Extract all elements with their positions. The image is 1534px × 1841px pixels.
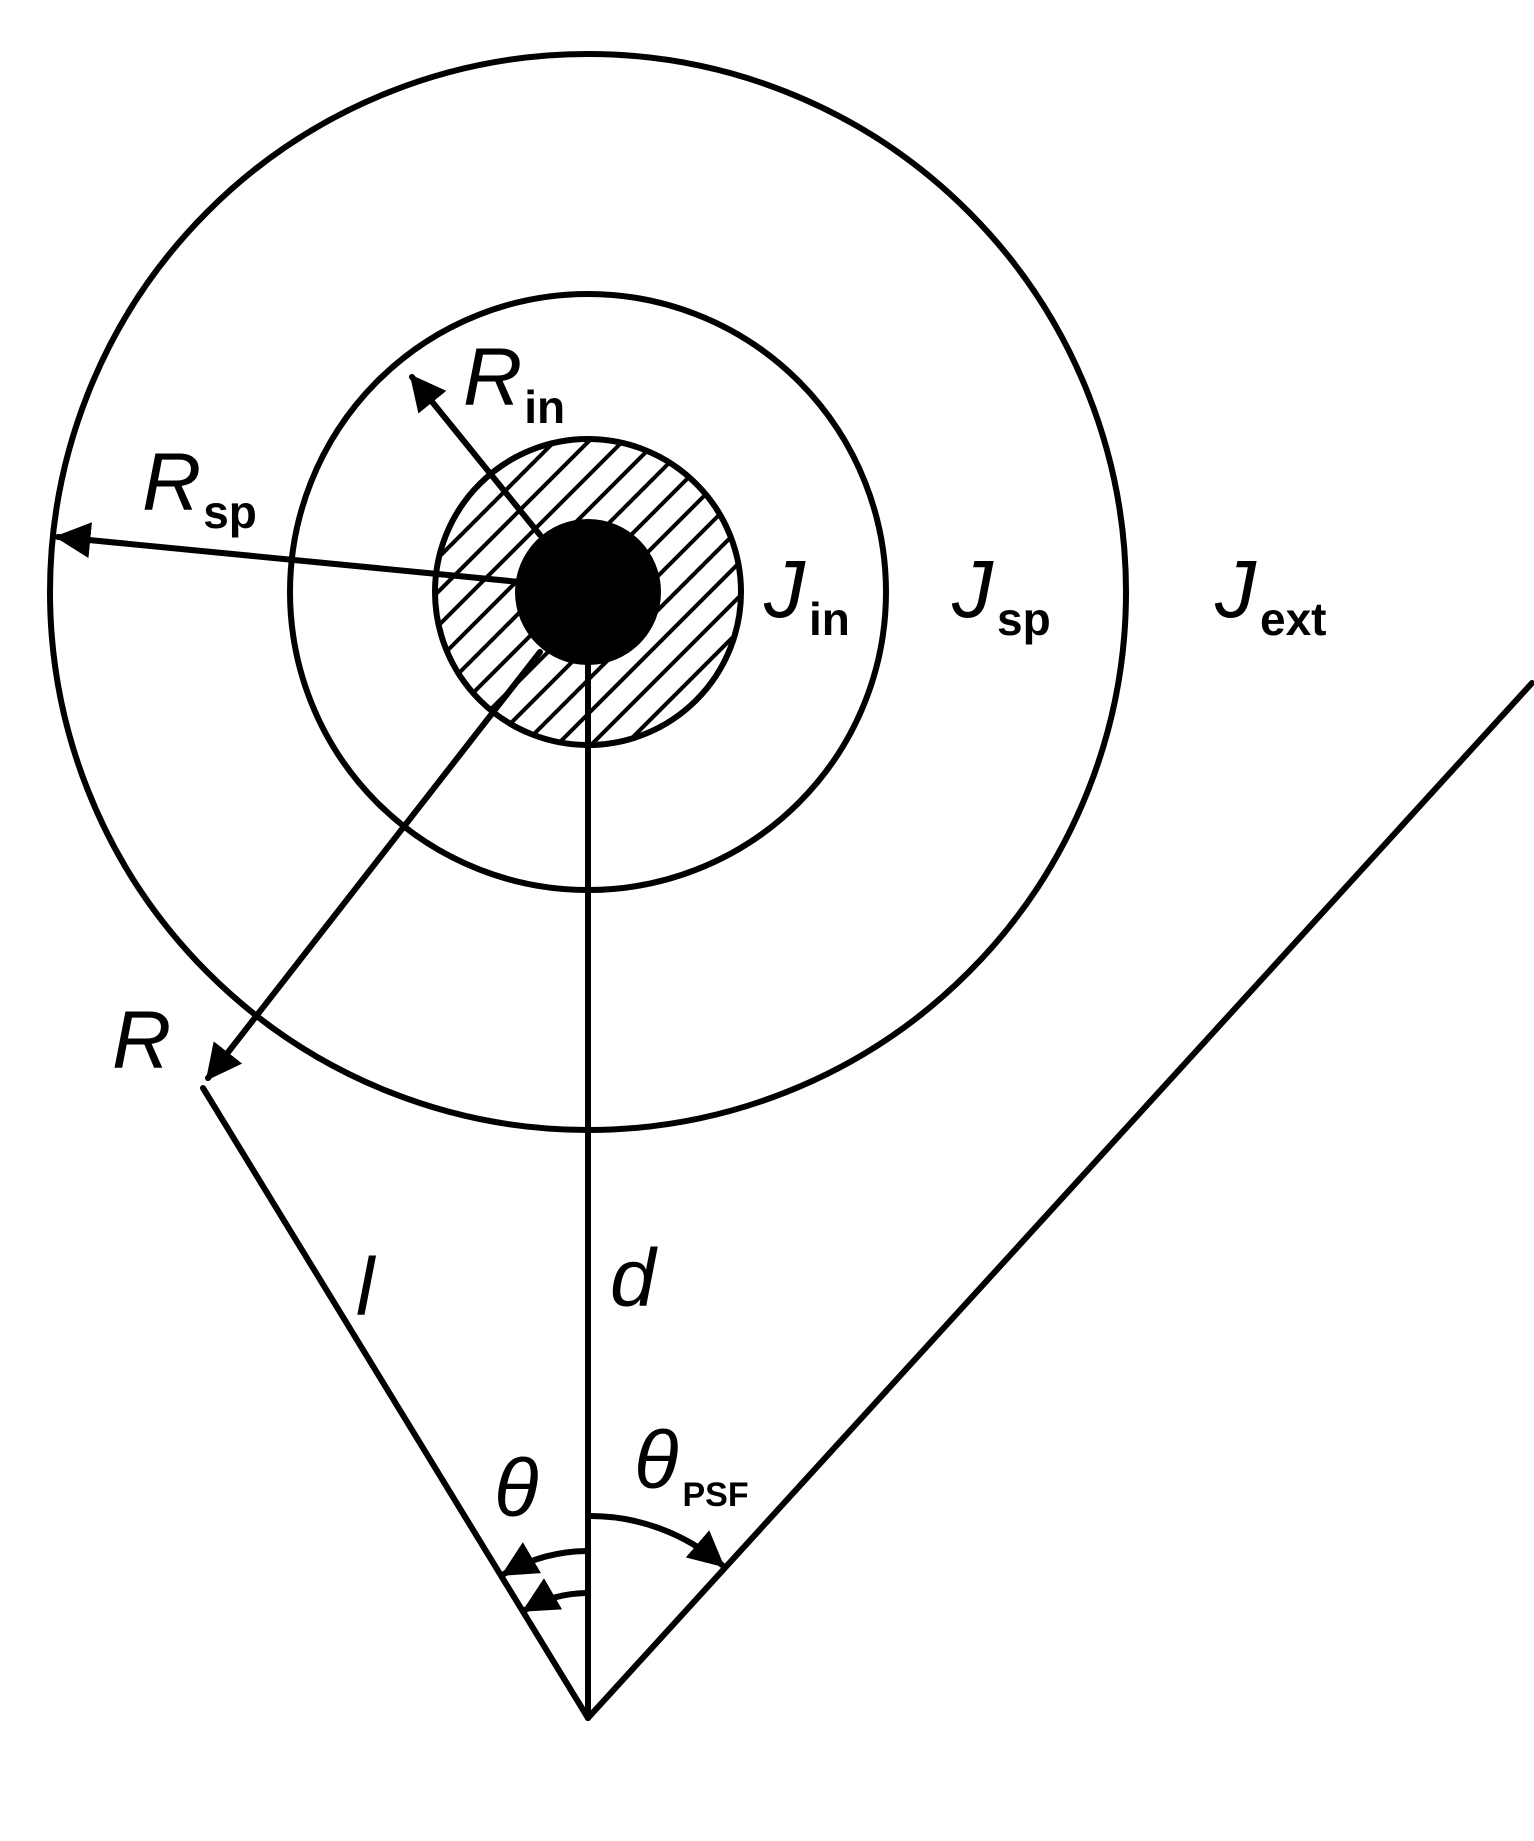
theta-arc-outer — [500, 1542, 590, 1577]
hatch-line — [435, 439, 498, 745]
hatch-line — [514, 439, 741, 745]
hatch-line — [435, 439, 668, 745]
r-arrow — [205, 649, 543, 1081]
label-j-sp: Jsp — [951, 544, 1051, 645]
r-in-arrow — [409, 374, 543, 538]
hatch-line — [582, 439, 741, 745]
label-d: d — [610, 1233, 658, 1324]
label-r: R — [112, 995, 171, 1086]
line-of-sight-l — [200, 1085, 591, 1721]
label-l: l — [356, 1242, 377, 1333]
hatch-line — [435, 439, 634, 745]
central-body — [515, 519, 661, 665]
label-r-in: Rin — [463, 332, 565, 433]
r-sp-arrow — [54, 522, 523, 585]
label-theta: θ — [494, 1443, 538, 1534]
hatch-line — [435, 439, 566, 745]
label-j-ext: Jext — [1214, 544, 1326, 645]
label-r-sp: Rsp — [142, 437, 257, 538]
psf-boundary-line — [585, 680, 1534, 1721]
theta-psf-arc — [587, 1512, 725, 1568]
hatch-line — [548, 439, 741, 745]
hatch-line — [616, 439, 741, 745]
theta-arc-inner — [521, 1578, 590, 1613]
hatch-line — [650, 439, 741, 745]
label-j-in: Jin — [763, 544, 850, 645]
